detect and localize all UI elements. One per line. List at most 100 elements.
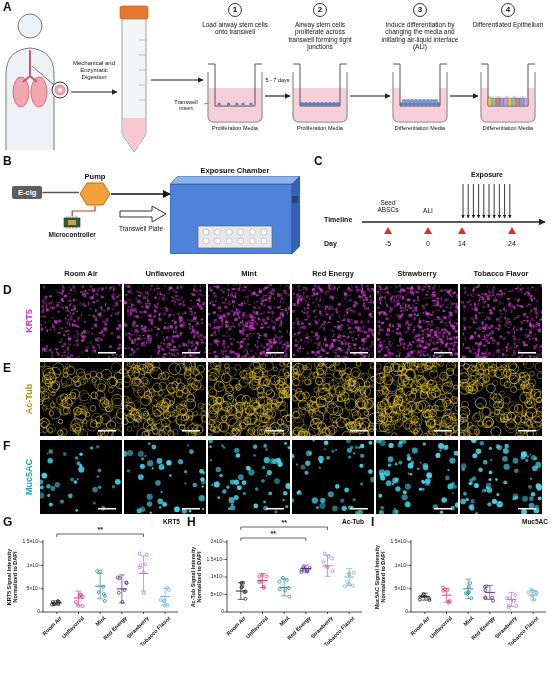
data-point xyxy=(331,557,334,560)
axis-tick xyxy=(489,612,490,614)
centrifuge-tube xyxy=(120,6,148,152)
well-wall xyxy=(481,72,535,122)
epithelial-cell xyxy=(500,98,504,106)
epithelial-cell xyxy=(504,98,508,106)
data-point xyxy=(467,586,470,589)
well-wall xyxy=(293,72,347,122)
label: Differentiation Media xyxy=(480,125,536,131)
data-point xyxy=(163,599,166,602)
data-point xyxy=(483,585,486,588)
chamber-top xyxy=(170,176,300,184)
media xyxy=(294,88,347,121)
data-point xyxy=(442,589,445,592)
micrograph xyxy=(376,362,458,436)
exposure-arrow xyxy=(483,184,484,218)
node-text: Microcontroller xyxy=(49,231,96,239)
node-text: Pump xyxy=(79,172,111,181)
data-point xyxy=(287,587,290,590)
label: KRT5 xyxy=(140,518,180,525)
error-bar xyxy=(465,579,471,599)
hollow-arrow xyxy=(120,206,166,222)
label: Proliferation Media xyxy=(292,125,348,131)
stem-cell xyxy=(241,102,244,105)
label: Ac-Tub xyxy=(324,518,364,525)
micrograph xyxy=(208,362,290,436)
transwell xyxy=(393,64,447,122)
micrograph xyxy=(124,284,206,358)
microcontroller: Microcontroller xyxy=(49,216,96,239)
data-point xyxy=(79,593,82,596)
axis-tick xyxy=(446,612,447,614)
stem-cell xyxy=(312,102,316,105)
well-wall xyxy=(208,72,262,122)
insert xyxy=(293,64,347,106)
axes xyxy=(43,540,178,612)
axis-tick xyxy=(409,612,412,613)
dot-plot xyxy=(41,534,179,614)
micrograph xyxy=(460,284,542,358)
label: Differentiation Media xyxy=(392,125,448,131)
stem-cell xyxy=(218,102,221,105)
label: Seed ABSCs xyxy=(370,199,406,214)
timeline xyxy=(362,184,545,234)
data-point xyxy=(464,592,467,595)
timeline-axis xyxy=(362,221,545,222)
micrograph xyxy=(292,284,374,358)
chamber-front xyxy=(170,184,292,254)
zoom-circle xyxy=(52,82,68,98)
axis-tick xyxy=(165,612,166,614)
data-point xyxy=(103,599,106,602)
stem-cell xyxy=(300,102,304,105)
label: Transwell Plate xyxy=(116,225,166,232)
stem-cell xyxy=(416,102,420,105)
axis-tick xyxy=(41,565,44,566)
exposure-arrow xyxy=(489,184,490,218)
label: C xyxy=(314,155,323,169)
media xyxy=(209,88,262,121)
micrograph xyxy=(460,440,542,514)
stem-cell xyxy=(249,102,252,105)
data-point xyxy=(470,597,473,600)
stem-cell xyxy=(227,102,230,105)
label: H xyxy=(187,516,196,530)
error-bar xyxy=(119,575,125,603)
chamber-drawing xyxy=(170,176,300,254)
label: 5×10⁴ xyxy=(194,592,224,598)
exposure-arrow xyxy=(499,184,500,218)
data-point xyxy=(467,591,470,594)
data-point xyxy=(323,552,326,555)
data-point xyxy=(142,592,145,595)
label: 5×10⁴ xyxy=(10,586,40,592)
cilia xyxy=(497,96,500,98)
axis-tick xyxy=(225,594,228,595)
axis-tick xyxy=(41,588,44,589)
connector xyxy=(72,206,95,216)
micrograph xyxy=(376,440,458,514)
data-point xyxy=(514,594,517,597)
stem-cell xyxy=(430,99,434,102)
stem-cell xyxy=(422,99,426,102)
torso xyxy=(6,48,54,150)
transwell xyxy=(208,64,262,122)
dot-plot xyxy=(225,527,363,614)
micrograph xyxy=(460,362,542,436)
data-point xyxy=(484,589,487,592)
stem-cell xyxy=(320,102,324,105)
plate-well xyxy=(238,238,244,244)
data-point xyxy=(512,599,515,602)
exposure-arrow xyxy=(463,184,464,218)
connector xyxy=(42,192,79,194)
data-point xyxy=(240,586,243,589)
error-bar xyxy=(238,583,244,600)
data-point xyxy=(343,585,346,588)
data-point xyxy=(241,585,244,588)
step-number: 4 xyxy=(501,3,515,17)
air-space xyxy=(401,88,440,106)
label: Mechanical and Enzymatic Digestion xyxy=(68,60,120,81)
stem-cell xyxy=(400,102,404,105)
label: Mint xyxy=(94,615,106,627)
graduations xyxy=(139,40,145,100)
axis-tick xyxy=(284,612,285,614)
